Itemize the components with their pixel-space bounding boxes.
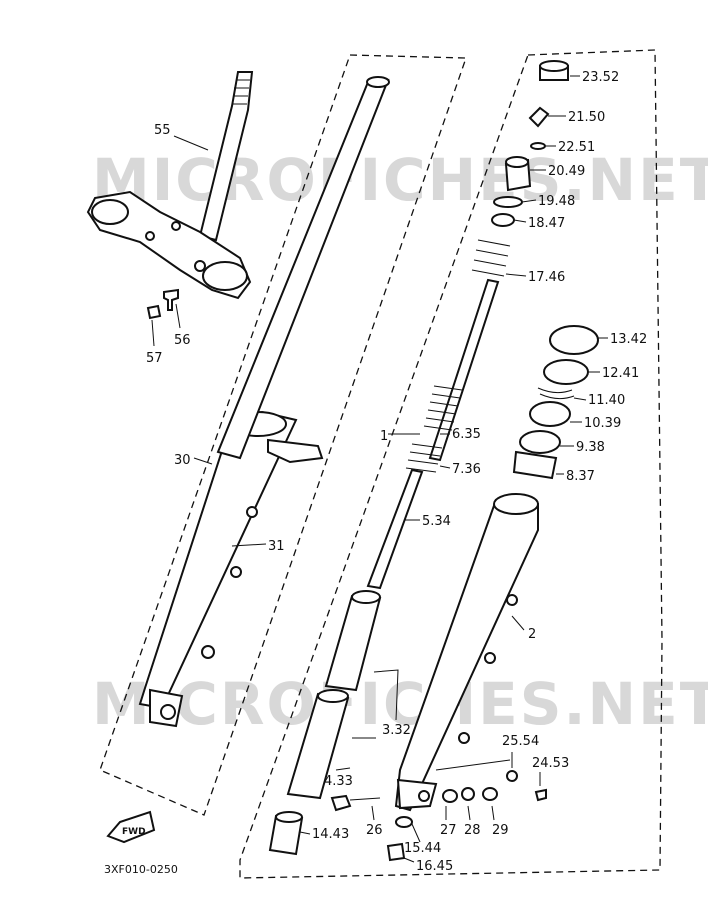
seal-set: [512, 325, 599, 480]
label-3-32: 3.32: [382, 723, 411, 738]
watermark-top: MICROFICHES.NET: [92, 146, 708, 214]
label-57: 57: [146, 351, 163, 366]
label-28: 28: [464, 823, 481, 838]
label-21-50: 21.50: [568, 110, 605, 125]
label-25-54: 25.54: [502, 734, 539, 749]
left-assembly-boundary: [99, 54, 467, 816]
bolt-24: [534, 788, 547, 802]
label-27: 27: [440, 823, 457, 838]
label-1: 1: [380, 429, 388, 444]
leader-lines: [151, 75, 608, 863]
label-18-47: 18.47: [528, 216, 565, 231]
o-ring-22: [530, 142, 546, 150]
label-12-41: 12.41: [602, 366, 639, 381]
label-15-44: 15.44: [404, 841, 441, 856]
outer-tube-right: [394, 493, 539, 812]
nut-25: [506, 770, 518, 782]
right-assembly-boundary: [239, 49, 663, 879]
label-11-40: 11.40: [588, 393, 625, 408]
label-13-42: 13.42: [610, 332, 647, 347]
label-17-46: 17.46: [528, 270, 565, 285]
label-4-33: 4.33: [324, 774, 353, 789]
label-14-43: 14.43: [312, 827, 349, 842]
label-9-38: 9.38: [576, 440, 605, 455]
label-56: 56: [174, 333, 191, 348]
bolt-56: [163, 288, 179, 311]
cap-bolt-20: [504, 156, 532, 192]
label-6-35: 6.35: [452, 427, 481, 442]
label-8-37: 8.37: [566, 469, 595, 484]
label-30: 30: [174, 453, 191, 468]
label-31: 31: [268, 539, 285, 554]
part-labels: 55 56 57 30 31 1 2 23.52 21.50 22.51 20.…: [146, 70, 647, 874]
label-26: 26: [366, 823, 383, 838]
o-ring-19: [493, 196, 523, 208]
label-16-45: 16.45: [416, 859, 453, 874]
label-22-51: 22.51: [558, 140, 595, 155]
valve-21: [528, 106, 550, 128]
washers-27-29: [442, 787, 498, 803]
label-24-53: 24.53: [532, 756, 569, 771]
bolt-16: [386, 842, 406, 862]
label-20-49: 20.49: [548, 164, 585, 179]
watermark-bottom: MICROFICHES.NET: [92, 670, 708, 738]
label-7-36: 7.36: [452, 462, 481, 477]
inner-tube: [216, 76, 390, 460]
cap-23: [539, 60, 569, 81]
label-23-52: 23.52: [582, 70, 619, 85]
label-19-48: 19.48: [538, 194, 575, 209]
fwd-arrow-icon: FWD: [106, 810, 156, 844]
damper-spring-assembly: [366, 239, 511, 590]
cap-57: [146, 304, 162, 320]
label-2: 2: [528, 627, 536, 642]
steering-stem-bracket: [86, 71, 254, 300]
diagram-code: 3XF010-0250: [104, 863, 178, 876]
slide-bushing-set: [268, 590, 382, 856]
label-29: 29: [492, 823, 509, 838]
label-55: 55: [154, 123, 171, 138]
label-5-34: 5.34: [422, 514, 451, 529]
outer-tube-left: [138, 410, 324, 728]
spacer-18: [491, 213, 515, 227]
fwd-label: FWD: [122, 827, 146, 837]
washer-15: [395, 816, 413, 828]
bolt-26: [330, 794, 381, 812]
label-10-39: 10.39: [584, 416, 621, 431]
